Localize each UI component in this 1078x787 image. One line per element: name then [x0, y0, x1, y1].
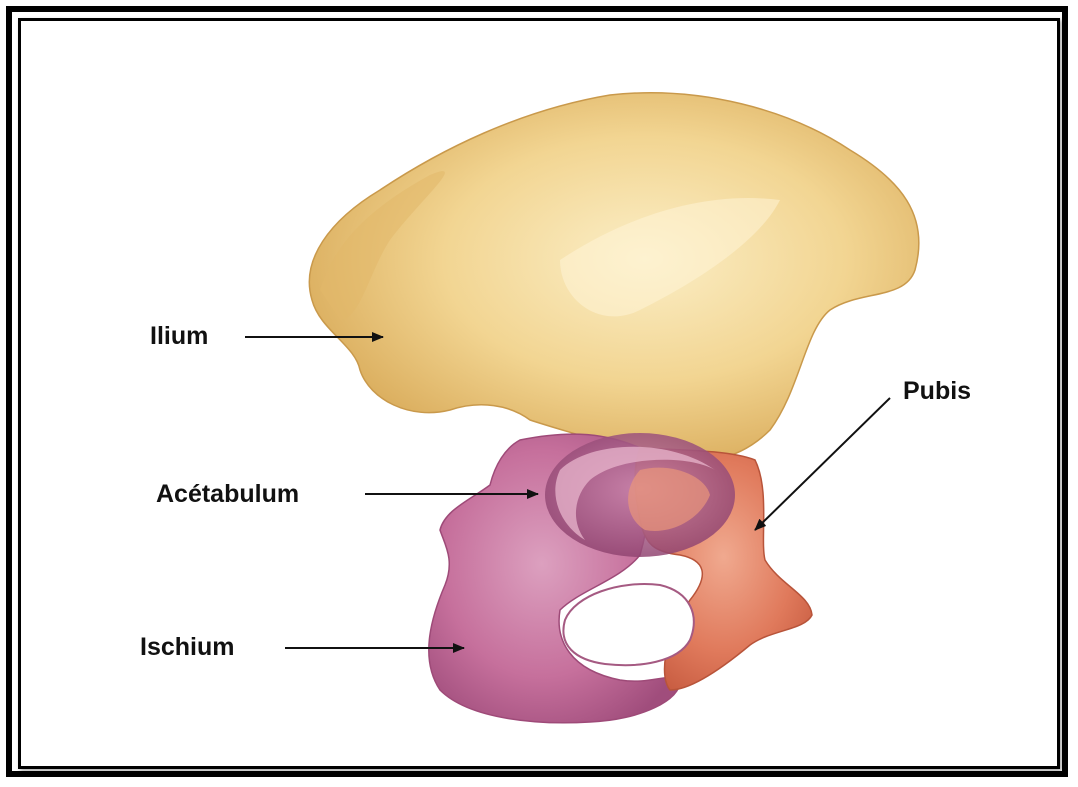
- label-pubis: Pubis: [903, 377, 971, 405]
- label-ilium: Ilium: [150, 322, 208, 350]
- label-ischium: Ischium: [140, 633, 234, 661]
- obturator-foramen: [563, 584, 693, 665]
- label-acetabulum: Acétabulum: [156, 480, 299, 508]
